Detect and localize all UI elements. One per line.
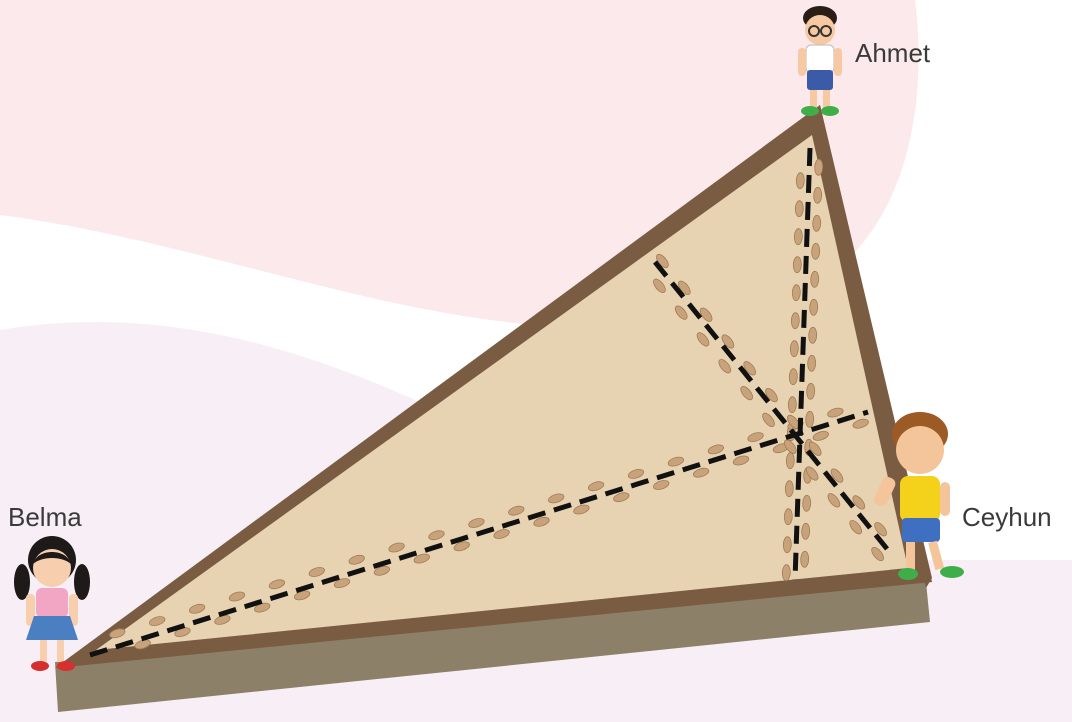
- ahmet-arm-right: [834, 48, 842, 76]
- belma-ponytail-right: [74, 564, 90, 600]
- ceyhun-arm-right: [940, 482, 950, 516]
- footprint: [786, 453, 795, 469]
- ceyhun-shoe-right: [940, 566, 964, 578]
- footprint: [794, 229, 803, 245]
- ahmet-shoe-left: [801, 106, 819, 116]
- footprint: [784, 509, 793, 525]
- footprint: [811, 243, 820, 259]
- ceyhun-head: [896, 426, 944, 474]
- name-label-belma: Belma: [8, 502, 82, 533]
- belma-shoe-left: [31, 661, 49, 671]
- belma-shirt: [36, 588, 68, 618]
- footprint: [808, 327, 817, 343]
- footprint: [788, 397, 797, 413]
- footprint: [782, 565, 791, 581]
- name-label-ahmet: Ahmet: [855, 38, 930, 69]
- ceyhun-shirt: [900, 476, 940, 522]
- footprint: [793, 257, 802, 273]
- footprint: [805, 411, 814, 427]
- footprint: [809, 299, 818, 315]
- footprint: [792, 285, 801, 301]
- ahmet-arm-left: [798, 48, 806, 76]
- footprint: [790, 341, 799, 357]
- ceyhun-shoe-left: [898, 568, 918, 580]
- ahmet-leg-left: [810, 90, 817, 108]
- footprint: [802, 495, 811, 511]
- footprint: [813, 187, 822, 203]
- footprint: [800, 551, 809, 567]
- footprint: [801, 523, 810, 539]
- belma-leg-left: [40, 640, 47, 662]
- footprint: [783, 537, 792, 553]
- footprint: [810, 271, 819, 287]
- ahmet-shorts: [807, 70, 833, 90]
- ahmet-shoe-right: [821, 106, 839, 116]
- belma-shoe-right: [57, 661, 75, 671]
- footprint: [795, 201, 804, 217]
- footprint: [806, 383, 815, 399]
- ceyhun-shorts: [902, 518, 940, 542]
- footprint: [807, 355, 816, 371]
- footprint: [812, 215, 821, 231]
- name-label-ceyhun: Ceyhun: [962, 502, 1052, 533]
- belma-skirt: [26, 616, 78, 640]
- footprint: [789, 369, 798, 385]
- ceyhun-leg-left: [906, 542, 915, 570]
- ahmet-shirt: [806, 45, 834, 73]
- belma-leg-right: [57, 640, 64, 662]
- footprint: [785, 481, 794, 497]
- footprint: [796, 173, 805, 189]
- footprint: [791, 313, 800, 329]
- belma-ponytail-left: [14, 564, 30, 600]
- footprint: [814, 159, 823, 175]
- ahmet-leg-right: [823, 90, 830, 108]
